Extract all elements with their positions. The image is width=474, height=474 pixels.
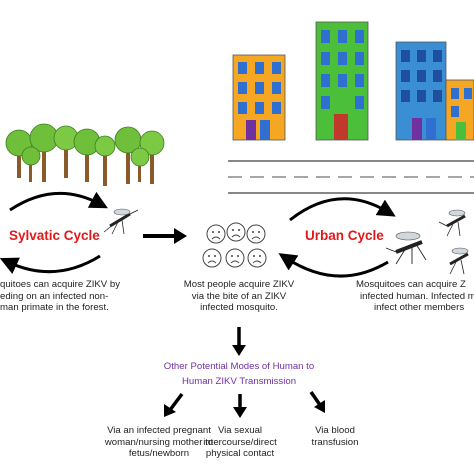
- tree-icon: [29, 123, 59, 182]
- mode-line: woman/nursing mother to: [104, 436, 214, 448]
- center-desc-line: infected mosquito.: [200, 302, 278, 314]
- mosquito-icon: [438, 209, 466, 237]
- arrow-icon: [164, 392, 184, 417]
- mode-line: Via sexual: [217, 425, 263, 436]
- arrow-icon: [233, 394, 247, 418]
- mode-pregnancy: Via an infected pregnant woman/nursing m…: [96, 425, 222, 460]
- arrow-icon: [309, 391, 325, 413]
- building-icon: [315, 21, 369, 141]
- arrow-icon: [143, 228, 187, 244]
- sylvatic-desc-line: quitoes can acquire ZIKV by: [0, 279, 120, 290]
- sad-face-icon: [206, 224, 226, 244]
- urban-cycle-label: Urban Cycle: [305, 228, 384, 243]
- tree-icon: [114, 126, 142, 184]
- sylvatic-desc-line: man primate in the forest.: [0, 302, 109, 314]
- mode-line: Via blood: [315, 425, 355, 436]
- sad-face-icon: [202, 248, 222, 268]
- other-modes-title-line: Human ZIKV Transmission: [181, 375, 297, 387]
- sylvatic-cycle-arrows: [0, 191, 108, 274]
- sad-face-icon: [246, 224, 266, 244]
- mode-line: fetus/newborn: [128, 448, 190, 460]
- infected-people: [202, 222, 267, 268]
- city-buildings: [232, 21, 474, 141]
- sylvatic-description: quitoes can acquire ZIKV by eding on an …: [0, 279, 130, 314]
- tree-icon: [94, 135, 116, 186]
- tree-icon: [130, 147, 150, 182]
- mosquito-icon: [449, 247, 469, 275]
- mode-line: transfusion: [311, 436, 359, 448]
- tree-icon: [53, 125, 79, 178]
- center-description: Most people acquire ZIKV via the bite of…: [176, 279, 302, 314]
- mosquito-icon: [385, 231, 427, 265]
- center-desc-line: via the bite of an ZIKV: [191, 290, 287, 302]
- urban-cycle-arrows: [278, 197, 396, 278]
- sylvatic-cycle-label: Sylvatic Cycle: [9, 228, 100, 243]
- other-modes-title-line: Other Potential Modes of Human to: [163, 361, 315, 372]
- sad-face-icon: [226, 222, 246, 242]
- mode-line: Via an infected pregnant: [107, 425, 211, 436]
- mosquito-icon: [103, 208, 139, 235]
- tree-icon: [73, 128, 101, 182]
- tree-icon: [139, 130, 165, 184]
- building-icon: [395, 41, 447, 141]
- urban-desc-line: Mosquitoes can acquire Z: [356, 279, 466, 290]
- mode-sexual-contact: Via sexual intercourse/direct physical c…: [196, 425, 284, 460]
- road: [228, 160, 474, 194]
- building-icon: [232, 54, 286, 141]
- sad-face-icon: [225, 248, 245, 268]
- mode-line: physical contact: [205, 448, 275, 460]
- other-modes-title: Other Potential Modes of Human to Human …: [130, 361, 348, 387]
- tree-icon: [21, 146, 41, 182]
- center-desc-line: Most people acquire ZIKV: [183, 279, 295, 290]
- sylvatic-desc-line: eding on an infected non-: [0, 290, 109, 302]
- building-icon: [445, 79, 474, 141]
- arrow-icon: [232, 327, 246, 356]
- mode-line: intercourse/direct: [203, 436, 277, 448]
- urban-desc-line: infect other members: [374, 302, 465, 314]
- urban-desc-line: infected human. Infected m: [360, 290, 474, 302]
- forest-trees: [5, 123, 165, 186]
- mode-blood-transfusion: Via blood transfusion: [297, 425, 373, 448]
- sad-face-icon: [247, 248, 267, 268]
- urban-description: Mosquitoes can acquire Z infected human.…: [348, 279, 474, 314]
